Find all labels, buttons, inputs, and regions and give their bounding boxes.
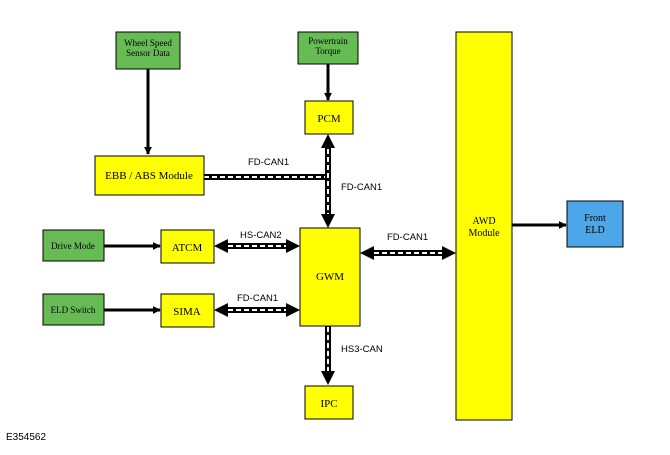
eld-switch-label: ELD Switch xyxy=(51,305,96,315)
bus-atcm-gwm-line xyxy=(214,239,300,253)
front-eld-label-line2: ELD xyxy=(585,225,604,236)
bus-label-ebb: FD-CAN1 xyxy=(248,157,289,168)
powertrain-label-line2: Torque xyxy=(315,46,340,56)
bus-label-atcm-gwm: HS-CAN2 xyxy=(240,230,282,241)
front-eld-label-line1: Front xyxy=(584,213,606,224)
drive-mode-box: Drive Mode xyxy=(42,229,105,262)
sima-box: SIMA xyxy=(160,293,215,328)
awd-label-line2: Module xyxy=(468,228,500,239)
pcm-label: PCM xyxy=(317,113,340,125)
drive-mode-label: Drive Mode xyxy=(51,241,95,251)
powertrain-label-line1: Powertrain xyxy=(308,36,348,46)
gwm-box: GWM xyxy=(299,227,361,327)
figure-reference: E354562 xyxy=(6,432,46,443)
bus-label-pcm-gwm: FD-CAN1 xyxy=(341,182,382,193)
can-bus-lines xyxy=(204,134,456,385)
ipc-label: IPC xyxy=(320,398,337,410)
ebb-abs-label: EBB / ABS Module xyxy=(105,170,193,182)
pcm-box: PCM xyxy=(304,100,354,135)
signal-arrows xyxy=(104,64,567,314)
awd-label-line1: AWD xyxy=(472,216,495,227)
wheel-speed-label-line1: Wheel Speed xyxy=(124,38,172,48)
wheel-speed-box: Wheel Speed Sensor Data xyxy=(115,31,181,70)
bus-label-gwm-ipc: HS3-CAN xyxy=(341,344,383,355)
eld-switch-box: ELD Switch xyxy=(42,293,105,326)
bus-sima-gwm-line xyxy=(214,303,300,317)
ebb-abs-module-box: EBB / ABS Module xyxy=(94,155,205,196)
atcm-box: ATCM xyxy=(160,229,215,264)
bus-label-gwm-awd: FD-CAN1 xyxy=(387,232,428,243)
wheel-speed-label-line2: Sensor Data xyxy=(126,48,170,58)
gwm-label: GWM xyxy=(316,271,344,283)
sima-label: SIMA xyxy=(173,306,201,318)
bus-gwm-ipc-line xyxy=(321,326,335,385)
bus-label-sima-gwm: FD-CAN1 xyxy=(237,293,278,304)
front-eld-box: Front ELD xyxy=(566,200,624,248)
atcm-label: ATCM xyxy=(172,242,203,254)
bus-pcm-gwm-line xyxy=(321,134,335,228)
ipc-box: IPC xyxy=(304,385,354,420)
bus-gwm-awd-line xyxy=(360,246,456,260)
awd-module-box: AWD Module xyxy=(455,31,513,421)
powertrain-torque-box: Powertrain Torque xyxy=(297,31,359,65)
